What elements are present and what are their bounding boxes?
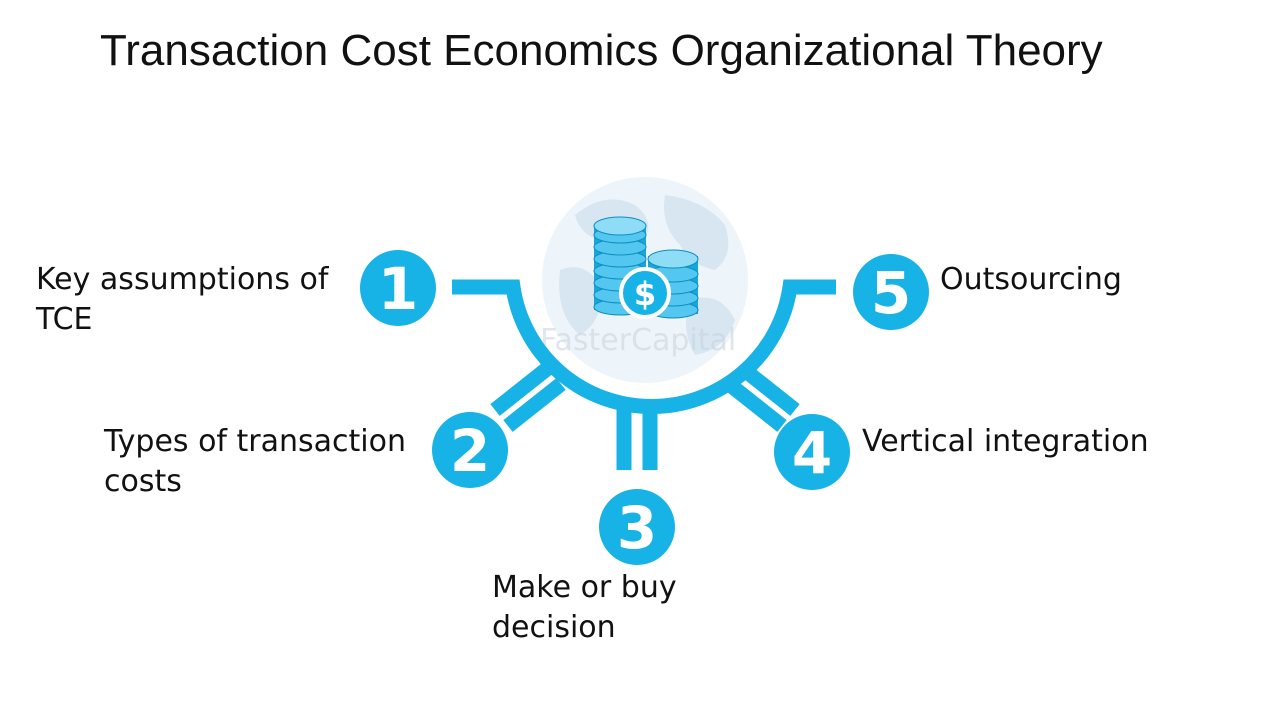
- step-2-label: Types of transaction costs: [104, 422, 406, 502]
- svg-text:4: 4: [792, 419, 832, 487]
- step-2-badge: 2: [432, 412, 508, 488]
- connector-lines: [452, 279, 836, 470]
- step-5-label-line-1: Outsourcing: [940, 262, 1122, 297]
- svg-text:3: 3: [617, 494, 657, 562]
- step-3-badge: 3: [599, 489, 675, 565]
- step-3-label-line-2: decision: [492, 610, 616, 645]
- dollar-coins-icon: $: [593, 216, 699, 319]
- step-3-label: Make or buy decision: [492, 568, 677, 648]
- step-5-label: Outsourcing: [940, 260, 1122, 300]
- watermark-text: FasterCapital: [540, 323, 736, 358]
- svg-text:2: 2: [450, 417, 490, 485]
- step-4-label: Vertical integration: [862, 422, 1149, 462]
- step-3-label-line-1: Make or buy: [492, 570, 677, 605]
- page-title: Transaction Cost Economics Organizationa…: [100, 26, 1103, 75]
- svg-text:1: 1: [378, 255, 418, 323]
- svg-text:5: 5: [871, 259, 911, 327]
- step-5-badge: 5: [853, 254, 929, 330]
- step-2-label-line-1: Types of transaction: [104, 424, 406, 459]
- step-1-badge: 1: [360, 250, 436, 326]
- step-4-label-line-1: Vertical integration: [862, 424, 1149, 459]
- step-1-label-line-1: Key assumptions of: [36, 262, 329, 297]
- step-1-label: Key assumptions of TCE: [36, 260, 328, 340]
- svg-text:$: $: [634, 275, 656, 313]
- step-4-badge: 4: [774, 414, 850, 490]
- step-2-label-line-2: costs: [104, 464, 182, 499]
- step-1-label-line-2: TCE: [36, 302, 93, 337]
